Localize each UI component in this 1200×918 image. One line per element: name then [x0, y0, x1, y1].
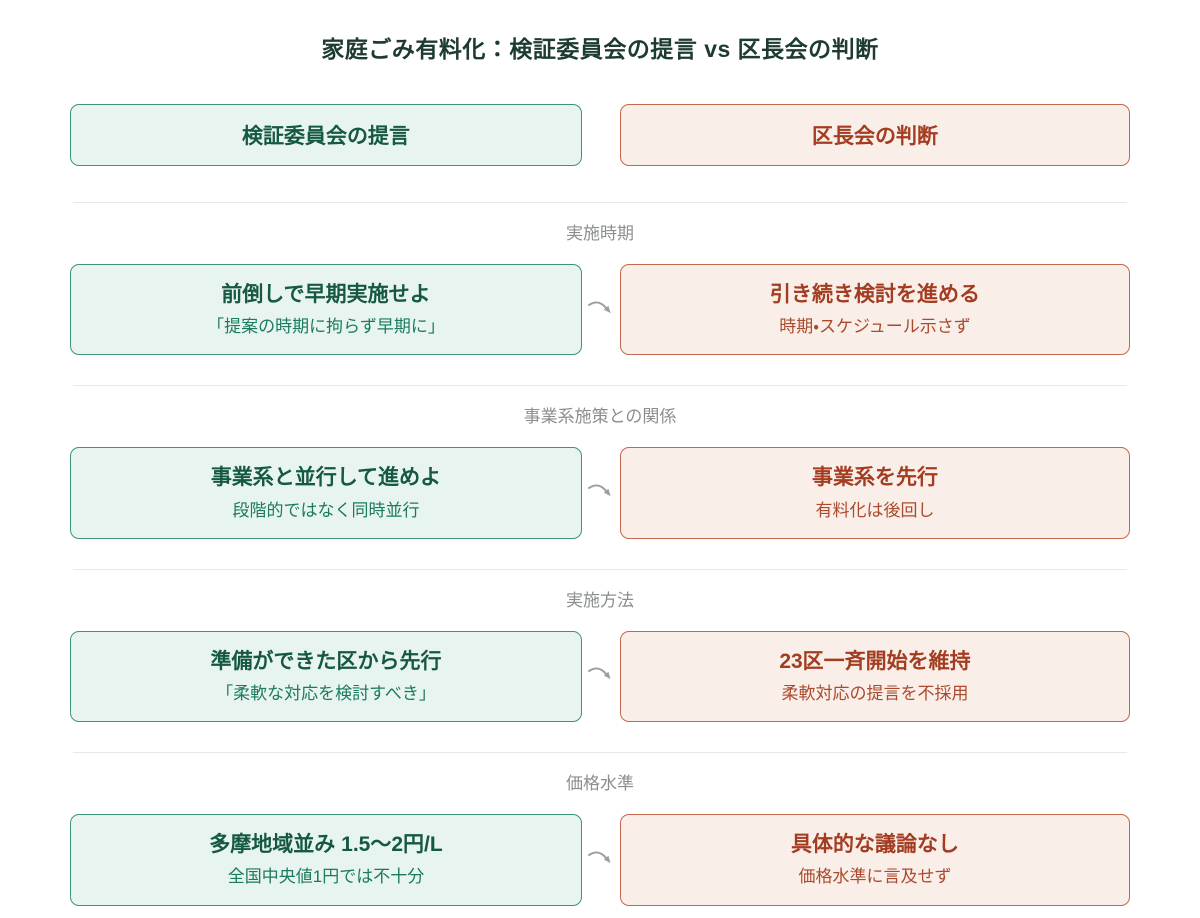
section-divider	[73, 385, 1127, 387]
page-title: 家庭ごみ有料化：検証委員会の提言 vs 区長会の判断	[321, 36, 879, 62]
mayors-detail: 時期・スケジュール示さず	[779, 317, 971, 337]
mayors-claim: 事業系を先行	[812, 466, 938, 490]
comparison-section: 実施方法 準備ができた区から先行 「柔軟な対応を検討すべき」 23区一斉開始を維…	[0, 568, 1200, 723]
committee-detail: 全国中央値1円では不十分	[227, 867, 425, 887]
committee-header-label: 検証委員会の提言	[242, 125, 410, 148]
committee-claim: 前倒しで早期実施せよ	[221, 283, 431, 306]
arrow-icon	[588, 667, 611, 680]
comparison-row: 事業系と並行して進めよ 段階的ではなく同時並行 事業系を先行 有料化は後回し	[70, 447, 1200, 539]
mayors-box: 23区一斉開始を維持 柔軟対応の提言を不採用	[620, 630, 1130, 723]
comparison-section: 価格水準 多摩地域並み 1.5〜2円/L 全国中央値1円では不十分 具体的な議論…	[0, 752, 1200, 906]
committee-box: 前倒しで早期実施せよ 「提案の時期に拘らず早期に」	[70, 264, 582, 356]
section-divider	[73, 568, 1127, 570]
mayors-box: 具体的な議論なし 価格水準に言及せず	[620, 814, 1130, 906]
arrow-cell	[582, 631, 620, 722]
mayors-detail: 価格水準に言及せず	[798, 867, 952, 887]
committee-box: 多摩地域並み 1.5〜2円/L 全国中央値1円では不十分	[70, 814, 582, 906]
comparison-row: 多摩地域並み 1.5〜2円/L 全国中央値1円では不十分 具体的な議論なし 価格…	[70, 814, 1200, 906]
mayors-box: 引き続き検討を進める 時期・スケジュール示さず	[620, 264, 1130, 356]
section-label: 実施方法	[566, 590, 634, 610]
mayors-detail: 柔軟対応の提言を不採用	[781, 684, 969, 704]
header-row: 検証委員会の提言 区長会の判断	[70, 104, 1200, 166]
committee-detail: 「柔軟な対応を検討すべき」	[216, 684, 436, 704]
header-spacer	[582, 104, 620, 166]
mayors-header-box: 区長会の判断	[620, 104, 1130, 166]
committee-claim: 事業系と並行して進めよ	[210, 466, 442, 490]
mayors-claim: 具体的な議論なし	[791, 833, 959, 857]
committee-claim: 多摩地域並み 1.5〜2円/L	[209, 833, 443, 857]
section-label: 価格水準	[566, 774, 634, 794]
committee-claim: 準備ができた区から先行	[210, 649, 442, 673]
mayors-detail: 有料化は後回し	[815, 500, 935, 520]
section-divider	[73, 202, 1127, 203]
mayors-claim: 23区一斉開始を維持	[779, 649, 971, 673]
mayors-box: 事業系を先行 有料化は後回し	[620, 447, 1130, 539]
arrow-cell	[582, 814, 620, 905]
sections-container: 実施時期 前倒しで早期実施せよ 「提案の時期に拘らず早期に」 引き続き検討を進め…	[0, 202, 1200, 906]
arrow-icon	[588, 484, 611, 497]
committee-box: 事業系と並行して進めよ 段階的ではなく同時並行	[70, 447, 582, 539]
committee-box: 準備ができた区から先行 「柔軟な対応を検討すべき」	[70, 630, 582, 723]
arrow-cell	[582, 447, 620, 538]
comparison-row: 前倒しで早期実施せよ 「提案の時期に拘らず早期に」 引き続き検討を進める 時期・…	[70, 264, 1200, 356]
committee-header-box: 検証委員会の提言	[70, 104, 582, 166]
section-label: 事業系施策との関係	[523, 407, 677, 427]
section-label: 実施時期	[566, 224, 634, 243]
comparison-row: 準備ができた区から先行 「柔軟な対応を検討すべき」 23区一斉開始を維持 柔軟対…	[70, 630, 1200, 723]
arrow-icon	[588, 851, 611, 863]
mayors-header-label: 区長会の判断	[812, 125, 938, 148]
section-divider	[73, 752, 1127, 754]
comparison-section: 実施時期 前倒しで早期実施せよ 「提案の時期に拘らず早期に」 引き続き検討を進め…	[0, 202, 1200, 356]
committee-detail: 段階的ではなく同時並行	[232, 500, 420, 520]
mayors-claim: 引き続き検討を進める	[770, 283, 980, 306]
comparison-section: 事業系施策との関係 事業系と並行して進めよ 段階的ではなく同時並行 事業系を先行…	[0, 385, 1200, 539]
arrow-cell	[582, 264, 620, 355]
committee-detail: 「提案の時期に拘らず早期に」	[207, 317, 445, 337]
arrow-icon	[588, 301, 611, 313]
